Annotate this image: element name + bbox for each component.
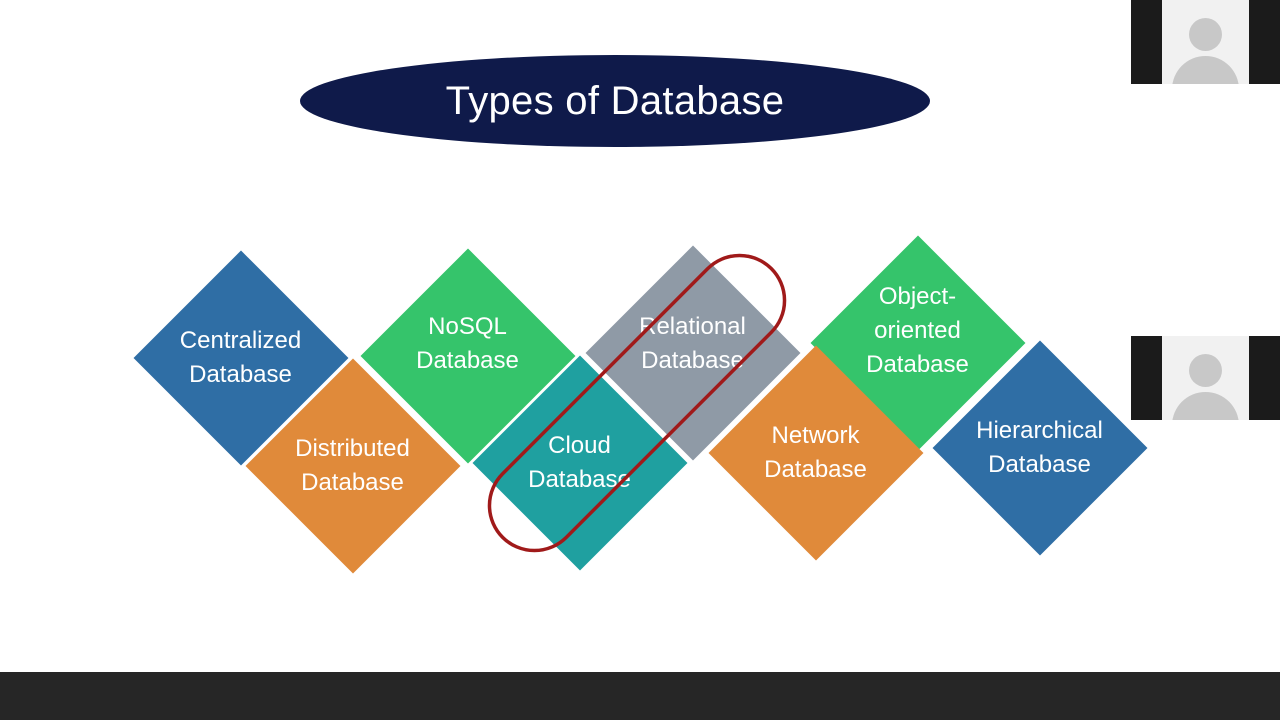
bottom-toolbar [0,672,1280,720]
diamond-distributed-label: Distributed Database [295,434,410,496]
diamond-network-label: Network Database [764,421,867,483]
diamond-centralized: Centralized Database [133,250,348,465]
diamond-distributed: Distributed Database [245,358,460,573]
diamond-centralized-label: Centralized Database [179,326,302,388]
diamond-cloud-label: Cloud Database [528,431,631,493]
diamond-hierarchical: Hierarchical Database [932,340,1147,555]
person-icon [1162,0,1249,84]
slide-title-text: Types of Database [445,78,785,123]
avatar-body [1172,56,1239,84]
avatar-head [1189,18,1222,51]
diamond-network: Network Database [708,345,923,560]
diamond-cloud: Cloud Database [472,355,687,570]
diamond-object-oriented-label: Object- oriented Database [866,282,969,378]
participant-tile-1[interactable] [1131,0,1280,84]
avatar-head [1189,354,1222,387]
slide-title: Types of Database [300,55,930,147]
diamond-hierarchical-label: Hierarchical Database [976,416,1103,478]
person-icon [1162,336,1249,420]
participant-tile-2[interactable] [1131,336,1280,420]
avatar-body [1172,392,1239,420]
diamond-object-oriented: Object- oriented Database [810,235,1025,450]
slide-view: Types of Database Centralized Database N… [133,55,1147,573]
